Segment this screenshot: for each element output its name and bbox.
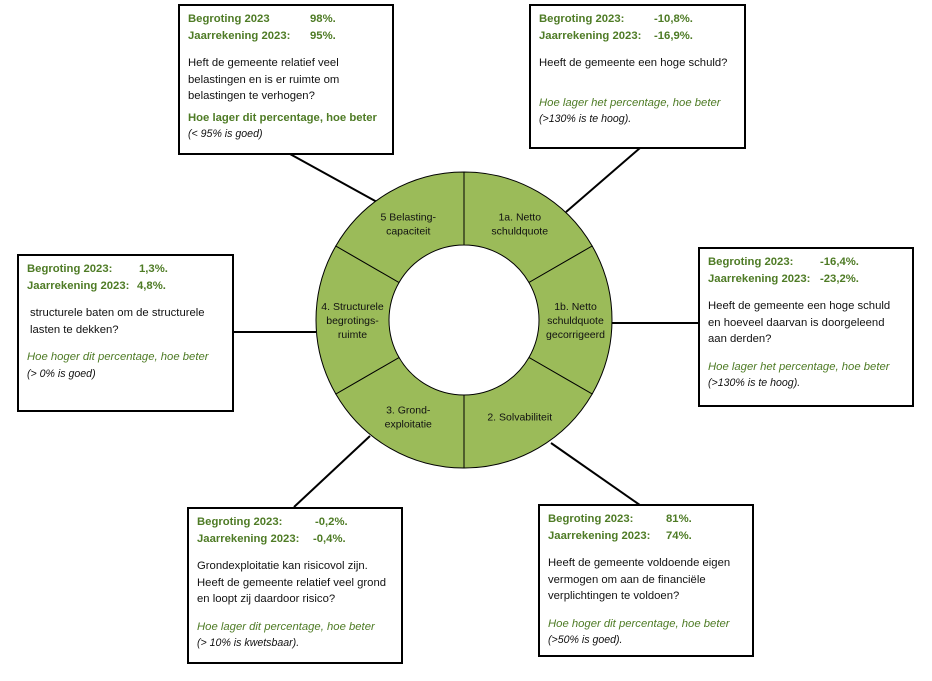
jaarrekening-label: Jaarrekening 2023: (539, 29, 642, 42)
jaarrekening-label: Jaarrekening 2023: (548, 529, 651, 542)
donut-segment-3 (335, 356, 465, 469)
donut-segment-2 (463, 356, 593, 469)
segment-label-line: gecorrigeerd (546, 329, 605, 341)
threshold-note: (>130% is te hoog). (539, 113, 632, 125)
threshold-note: (>130% is te hoog). (708, 377, 801, 389)
box-belastingcapaciteit: Begroting 2023 98%. Jaarrekening 2023: 95%… (178, 4, 394, 155)
donut-segment-4 (315, 245, 400, 395)
question-text: Heeft de gemeente een hoge schuld en hoe… (708, 300, 891, 345)
jaarrekening-label: Jaarrekening 2023: (27, 279, 130, 292)
donut-segment-5 (335, 171, 465, 284)
jaarrekening-value: -23,2%. (820, 272, 859, 285)
begroting-value: -16,4%. (820, 256, 859, 268)
box-netto-schuldquote-gecorrigeerd: Begroting 2023: -16,4%. Jaarrekening 2023… (698, 247, 914, 407)
question-text: Heft de gemeente relatief veel belasting… (188, 57, 340, 102)
segment-label-1b: 1b. Netto schuldquote gecorrigeerd (546, 301, 605, 341)
hint-text: Hoe hoger dit percentage, hoe beter (548, 617, 730, 630)
segment-label-line: begrotings- (326, 315, 379, 327)
jaarrekening-label: Jaarrekening 2023: (708, 272, 811, 285)
question-text: structurele baten om de structurele last… (30, 307, 205, 336)
segment-label-line: schuldquote (547, 315, 604, 327)
segment-label-line: capaciteit (386, 225, 430, 237)
question-text: Heeft de gemeente voldoende eigen vermog… (548, 557, 731, 602)
hint-text: Hoe lager dit percentage, hoe beter (197, 620, 375, 633)
begroting-label: Begroting 2023: (539, 13, 625, 25)
segment-label-line: 2. Solvabiliteit (487, 412, 552, 424)
begroting-value: -10,8%. (654, 13, 693, 25)
connector-netto-schuldquote (565, 147, 641, 213)
connector-grondexploitatie (293, 435, 371, 508)
donut-segment-1a (463, 171, 593, 284)
segment-label-line: 1a. Netto (498, 211, 541, 223)
segment-label-line: exploitatie (385, 419, 432, 431)
jaarrekening-label: Jaarrekening 2023: (188, 29, 291, 42)
jaarrekening-label: Jaarrekening 2023: (197, 532, 300, 545)
begroting-label: Begroting 2023: (548, 513, 634, 525)
jaarrekening-value: 95%. (310, 29, 336, 42)
threshold-note: (>50% is goed). (548, 634, 623, 646)
threshold-note: (< 95% is goed) (188, 128, 263, 140)
segment-label-line: 5 Belasting- (381, 211, 437, 223)
segment-label-line: 4. Structurele (321, 301, 384, 313)
segment-label-4: 4. Structurele begrotings-ruimte (321, 301, 384, 341)
jaarrekening-value: 4,8%. (137, 279, 166, 292)
begroting-label: Begroting 2023 (188, 13, 270, 25)
connector-solvabiliteit (550, 442, 648, 511)
hint-text: Hoe hoger dit percentage, hoe beter (27, 351, 209, 363)
jaarrekening-value: -16,9%. (654, 29, 693, 42)
question-text: Heeft de gemeente een hoge schuld? (539, 57, 728, 69)
connector-belasting (289, 153, 378, 203)
threshold-note: (> 10% is kwetsbaar). (197, 637, 300, 649)
segment-label-line: ruimte (338, 329, 367, 341)
hint-text: Hoe lager dit percentage, hoe beter (188, 111, 377, 124)
question-text: Grondexploitatie kan risicovol zijn. Hee… (197, 560, 387, 605)
segment-label-2: 2. Solvabiliteit (487, 412, 552, 424)
segment-label-5: 5 Belasting-capaciteit (381, 211, 437, 237)
box-grondexploitatie: Begroting 2023: -0,2%. Jaarrekening 2023:… (187, 507, 403, 664)
begroting-value: 98%. (310, 13, 336, 25)
box-solvabiliteit: Begroting 2023: 81%. Jaarrekening 2023: 74… (538, 504, 754, 657)
jaarrekening-value: 74%. (666, 529, 692, 542)
hint-text: Hoe lager het percentage, hoe beter (708, 360, 890, 373)
box-netto-schuldquote: Begroting 2023: -10,8%. Jaarrekening 2023… (529, 4, 746, 149)
jaarrekening-value: -0,4%. (313, 532, 346, 545)
segment-label-line: 1b. Netto (554, 301, 597, 313)
begroting-value: 81%. (666, 513, 692, 525)
begroting-value: -0,2%. (315, 516, 348, 528)
begroting-label: Begroting 2023: (27, 263, 113, 275)
begroting-value: 1,3%. (139, 263, 168, 275)
segment-label-line: schuldquote (491, 225, 548, 237)
segment-label-1a: 1a. Netto schuldquote (491, 211, 548, 237)
hint-text: Hoe lager het percentage, hoe beter (539, 96, 721, 109)
begroting-label: Begroting 2023: (708, 256, 794, 268)
indicator-donut: 1a. Netto schuldquote 1b. Netto schuldquote… (315, 171, 613, 469)
begroting-label: Begroting 2023: (197, 516, 283, 528)
box-structurele-begrotingsruimte: Begroting 2023: 1,3%. Jaarrekening 2023: 4… (17, 254, 234, 412)
donut-segment-1b (528, 245, 613, 395)
segment-label-line: 3. Grond- (386, 405, 431, 417)
segment-label-3: 3. Grond-exploitatie (385, 405, 432, 431)
threshold-note: (> 0% is goed) (27, 367, 96, 380)
